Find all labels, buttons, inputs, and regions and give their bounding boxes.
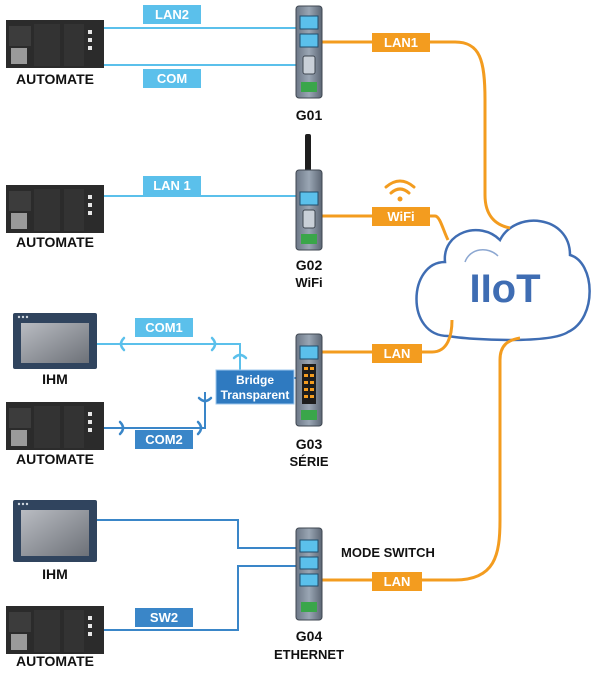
connector-marks xyxy=(118,336,248,436)
g04-cloud-link xyxy=(322,336,521,582)
plc-icon xyxy=(6,20,104,68)
orange-links xyxy=(322,40,521,582)
svg-text:LAN2: LAN2 xyxy=(155,7,189,22)
g04-ihm-link xyxy=(97,519,300,549)
g04-sw2-link xyxy=(104,565,300,631)
g03-cloud-link xyxy=(322,319,454,354)
link-tag-lan2: LAN2 xyxy=(143,5,201,24)
plc-icon xyxy=(6,185,104,233)
gateway-g03-sub: SÉRIE xyxy=(289,454,328,469)
link-tag-lan-g04: LAN xyxy=(372,572,422,591)
device-label-ihm-3: IHM xyxy=(42,371,68,387)
com2-connector-up xyxy=(197,396,213,403)
hmi-panel-icon xyxy=(13,500,97,562)
link-tag-lan-1: LAN 1 xyxy=(143,176,201,195)
svg-text:LAN: LAN xyxy=(384,346,411,361)
com1-connector-right xyxy=(210,336,217,352)
g03-com1-link xyxy=(97,343,241,370)
gateway-g04-icon xyxy=(295,527,323,621)
svg-text:LAN1: LAN1 xyxy=(384,35,418,50)
svg-text:WiFi: WiFi xyxy=(387,209,414,224)
bridge-line2: Transparent xyxy=(221,388,290,402)
gateway-g04-name: G04 xyxy=(296,628,323,644)
svg-text:LAN: LAN xyxy=(384,574,411,589)
g03-com2-link xyxy=(104,392,206,429)
link-tag-wifi: WiFi xyxy=(372,207,430,226)
hmi-panel-icon xyxy=(13,313,97,369)
svg-text:COM: COM xyxy=(157,71,187,86)
svg-text:COM1: COM1 xyxy=(145,320,183,335)
g01-cloud-link xyxy=(322,40,511,230)
com2-connector-left xyxy=(118,420,125,436)
svg-text:LAN 1: LAN 1 xyxy=(153,178,191,193)
gateway-g04-sub: ETHERNET xyxy=(274,647,344,662)
device-label-automate-3: AUTOMATE xyxy=(16,451,94,467)
gateway-g03-icon xyxy=(295,333,323,427)
device-label-automate-4: AUTOMATE xyxy=(16,653,94,669)
gateway-g01-name: G01 xyxy=(296,107,323,123)
cloud-label: IIoT xyxy=(469,267,540,311)
svg-text:COM2: COM2 xyxy=(145,432,183,447)
device-label-automate-2: AUTOMATE xyxy=(16,234,94,250)
com1-connector-left xyxy=(119,336,126,352)
gateway-g02-name: G02 xyxy=(296,257,323,273)
blue-links xyxy=(97,27,301,631)
g02-cloud-link xyxy=(322,214,450,241)
gateway-g01-icon xyxy=(295,5,323,99)
plc-icon xyxy=(6,606,104,654)
gateway-g02-sub: WiFi xyxy=(295,275,322,290)
link-tag-com2: COM2 xyxy=(135,430,193,449)
link-tag-com1: COM1 xyxy=(135,318,193,337)
link-tag-lan1: LAN1 xyxy=(372,33,430,52)
plc-icon xyxy=(6,402,104,450)
link-tag-sw2: SW2 xyxy=(135,608,193,627)
wifi-icon xyxy=(384,179,416,202)
link-tag-com: COM xyxy=(143,69,201,88)
svg-text:SW2: SW2 xyxy=(150,610,178,625)
iiot-cloud: IIoT xyxy=(415,219,591,342)
g01-lan2-link xyxy=(104,27,301,40)
g02-lan1-link xyxy=(104,195,301,205)
bridge-line1: Bridge xyxy=(236,373,274,387)
mode-switch-label: MODE SWITCH xyxy=(341,545,435,560)
com1-connector-down xyxy=(232,353,248,360)
link-tag-lan-g03: LAN xyxy=(372,344,422,363)
gateway-g02-icon xyxy=(295,134,323,251)
com2-connector-right xyxy=(196,420,203,436)
gateway-g03-name: G03 xyxy=(296,436,323,452)
device-label-automate-1: AUTOMATE xyxy=(16,71,94,87)
bridge-transparent-box: Bridge Transparent xyxy=(215,369,295,405)
device-label-ihm-4: IHM xyxy=(42,566,68,582)
